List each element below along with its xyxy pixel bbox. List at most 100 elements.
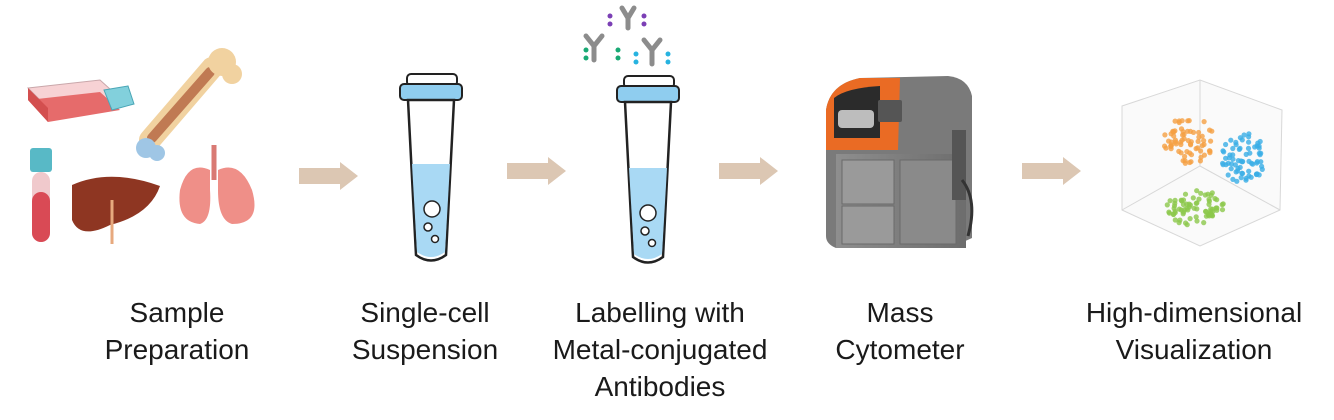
- scatter-point: [1180, 211, 1186, 217]
- scatter-point: [1182, 191, 1189, 197]
- scatter-point: [1239, 137, 1245, 143]
- scatter-point: [1234, 178, 1240, 184]
- step-label-line: Cytometer: [835, 334, 965, 365]
- scatter-point: [1233, 142, 1239, 148]
- step-label-line: Sample: [129, 297, 225, 328]
- scatter-point: [1164, 202, 1170, 208]
- step-label-high-dimensional-visualization: High-dimensional Visualization: [1060, 294, 1328, 368]
- bone-icon: [136, 48, 242, 161]
- scatter-point: [1187, 128, 1193, 134]
- scatter-point: [1230, 156, 1236, 162]
- step-label-line: Single-cell: [360, 297, 490, 328]
- scatter-point: [1246, 134, 1252, 140]
- mass-cytometer-icon: [826, 76, 974, 248]
- scatter-point: [1187, 216, 1193, 222]
- scatter-point: [1170, 128, 1176, 134]
- antibody-icon: [583, 5, 663, 67]
- scatter-point: [1183, 220, 1189, 226]
- scatter-point: [1173, 139, 1179, 145]
- scatter-point: [1201, 152, 1207, 158]
- scatter-point: [1198, 190, 1204, 196]
- scatter-point: [1245, 145, 1252, 151]
- arrow-icon: [507, 157, 566, 185]
- scatter-point: [1182, 153, 1188, 160]
- scatter-point: [1207, 127, 1213, 133]
- scatter-point: [1203, 208, 1209, 214]
- scatter-point: [1223, 141, 1229, 148]
- scatter-point: [1206, 201, 1212, 207]
- scatter-point: [1228, 137, 1234, 143]
- scatter-point: [1177, 217, 1183, 223]
- scatter-point: [1225, 172, 1231, 178]
- step-label-line: Metal-conjugated: [552, 334, 768, 365]
- step-label-line: Suspension: [351, 334, 499, 365]
- scatter-point: [1185, 138, 1191, 144]
- scatter-point: [1250, 161, 1256, 167]
- scatter-point: [1237, 164, 1243, 170]
- scatter-point: [1194, 218, 1200, 224]
- scatter-point: [1219, 202, 1225, 208]
- scatter-point: [1246, 139, 1252, 145]
- step-label-labelling-antibodies: Labelling with Metal-conjugated Antibodi…: [530, 294, 790, 405]
- scatter-point: [1166, 209, 1172, 215]
- scatter-point: [1230, 176, 1236, 182]
- scatter-point: [1208, 192, 1214, 198]
- scatter-point: [1184, 201, 1190, 207]
- scatter-point: [1258, 150, 1264, 156]
- step-label-line: Mass: [866, 297, 934, 328]
- scatter-point: [1194, 206, 1200, 212]
- step-label-line: Antibodies: [594, 371, 726, 402]
- scatter-point: [1201, 119, 1207, 125]
- scatter-point: [1208, 138, 1214, 144]
- scatter-point: [1172, 217, 1178, 223]
- blood-tube-icon: [30, 148, 52, 242]
- liver-icon: [72, 176, 160, 244]
- scatter-point: [1230, 145, 1236, 152]
- arrow-icon: [719, 157, 778, 185]
- scatter-point: [1167, 198, 1173, 204]
- scatter-point: [1214, 207, 1220, 213]
- scatter-point: [1193, 146, 1199, 152]
- scatter-point: [1220, 160, 1226, 166]
- scatter-point: [1254, 159, 1260, 165]
- scatter-3d-icon: [1121, 79, 1283, 247]
- scatter-point: [1180, 132, 1186, 138]
- scatter-point: [1238, 158, 1244, 164]
- scatter-point: [1178, 197, 1184, 203]
- scatter-point: [1243, 175, 1249, 181]
- step-label-line: Visualization: [1115, 334, 1273, 365]
- scatter-point: [1198, 148, 1204, 154]
- scatter-point: [1178, 150, 1184, 156]
- scatter-point: [1195, 138, 1201, 144]
- scatter-point: [1171, 133, 1177, 139]
- scatter-point: [1188, 159, 1194, 165]
- scatter-point: [1201, 138, 1207, 144]
- scatter-point: [1207, 150, 1213, 156]
- scatter-point: [1201, 220, 1207, 226]
- scatter-point: [1179, 118, 1185, 124]
- scatter-point: [1209, 212, 1215, 218]
- arrow-icon: [1022, 157, 1081, 185]
- scatter-point: [1162, 132, 1168, 138]
- lungs-icon: [179, 145, 255, 224]
- step-label-sample-preparation: Sample Preparation: [77, 294, 277, 368]
- scatter-point: [1241, 132, 1247, 138]
- scatter-point: [1219, 207, 1226, 213]
- scatter-point: [1190, 195, 1196, 201]
- scatter-point: [1228, 166, 1234, 172]
- arrow-icon: [299, 162, 358, 190]
- scatter-point: [1214, 197, 1220, 203]
- scatter-point: [1246, 168, 1252, 174]
- scatter-point: [1194, 200, 1200, 206]
- scatter-point: [1257, 138, 1263, 145]
- step-label-line: Labelling with: [575, 297, 745, 328]
- scatter-point: [1206, 196, 1212, 202]
- scatter-point: [1172, 197, 1178, 203]
- step-label-mass-cytometer: Mass Cytometer: [810, 294, 990, 368]
- scatter-point: [1178, 126, 1185, 132]
- scatter-point: [1253, 171, 1260, 177]
- tube-icon: [616, 75, 680, 264]
- scatter-point: [1172, 118, 1178, 124]
- scatter-point: [1182, 160, 1188, 166]
